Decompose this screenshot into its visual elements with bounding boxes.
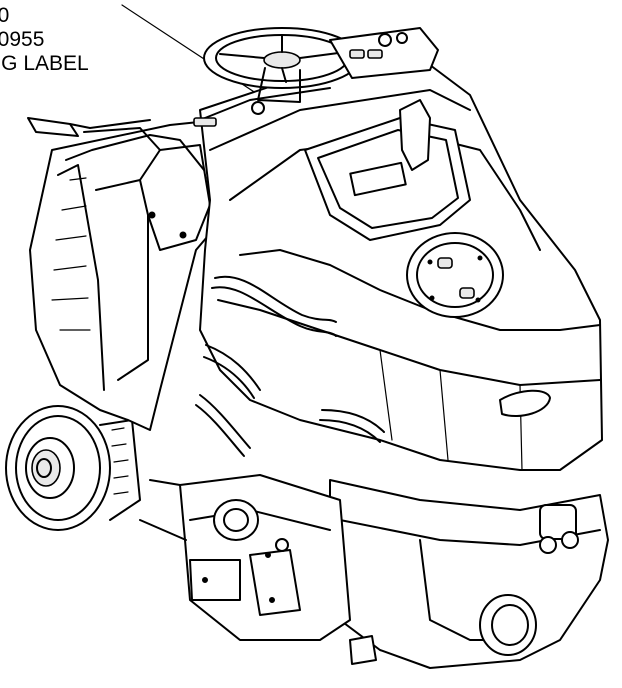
brush-deck-assembly [139, 474, 377, 665]
bumper-guard [539, 504, 577, 540]
callout-label-text: NG LABEL [0, 52, 89, 75]
callout-part-number: 00 [0, 4, 10, 27]
rear-handle [27, 117, 161, 151]
control-lever [399, 99, 431, 171]
rear-wheel [5, 405, 141, 531]
front-hood [199, 64, 603, 471]
display-screen [349, 161, 407, 197]
front-bumper [329, 479, 609, 669]
front-wheel [479, 594, 537, 656]
front-handle-slot [499, 389, 551, 417]
console-knob [378, 33, 392, 47]
rear-body-shell [29, 119, 231, 431]
access-cover [406, 232, 504, 318]
control-console [193, 27, 439, 127]
side-grooves [195, 275, 385, 457]
display-panel [304, 99, 471, 241]
